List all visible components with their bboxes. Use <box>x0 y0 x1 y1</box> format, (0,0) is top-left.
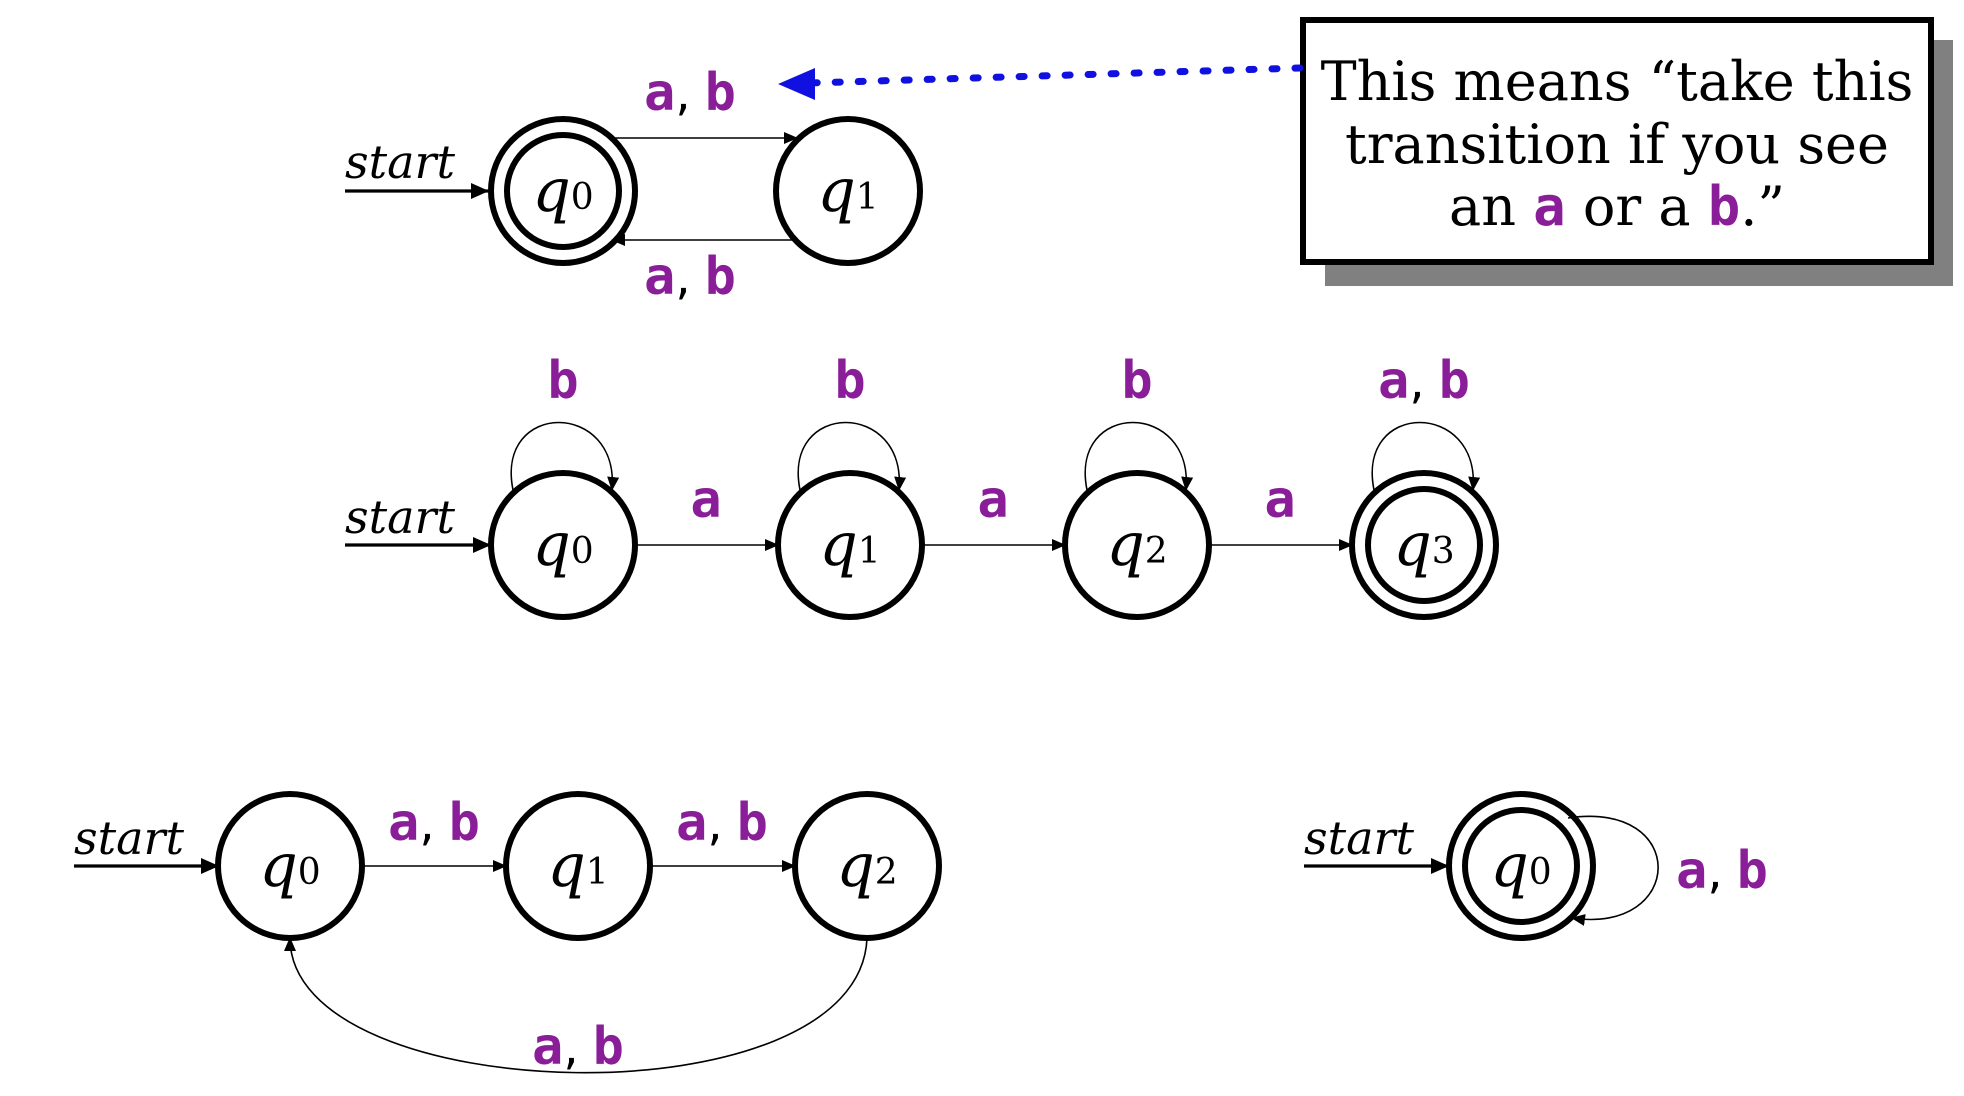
transition-label: a,b <box>644 247 736 307</box>
start-label: start <box>345 135 456 189</box>
state-label: q0 <box>1490 831 1551 901</box>
start-label: start <box>74 811 185 865</box>
transition-label: a,b <box>644 63 736 123</box>
self-loop-q0 <box>1567 815 1659 926</box>
self-loop-q3 <box>1371 421 1481 491</box>
transition-q2-q0 <box>284 937 868 1074</box>
note-line-2: transition if you see <box>1345 113 1889 176</box>
state-q3: q3 <box>1349 470 1499 620</box>
callout-note: This means “take this transition if you … <box>778 17 1953 286</box>
transition-label: a,b <box>1378 351 1470 411</box>
transition-label: a,b <box>532 1017 624 1077</box>
note-line-1: This means “take this <box>1321 50 1914 113</box>
transition-label: a,b <box>676 793 768 853</box>
state-label: q3 <box>1393 510 1454 580</box>
state-q2: q2 <box>1062 470 1212 620</box>
transition-label: a <box>1264 470 1295 530</box>
state-q0: q0 <box>488 116 638 266</box>
state-label: q1 <box>547 831 608 901</box>
accepting-ring <box>504 132 622 250</box>
transition-label: b <box>1121 351 1152 411</box>
self-loop-q2 <box>1084 421 1194 491</box>
self-loop-q1 <box>797 421 907 491</box>
state-label: q2 <box>1106 510 1167 580</box>
transition-label: a,b <box>388 793 480 853</box>
start-arrow: start <box>345 135 489 199</box>
transition-label: a <box>690 470 721 530</box>
start-arrow: start <box>1304 811 1449 874</box>
state-label: q1 <box>817 156 878 226</box>
state-q0: q0 <box>1446 791 1596 941</box>
state-q0: q0 <box>215 791 365 941</box>
state-label: q0 <box>532 156 593 226</box>
state-label: q0 <box>259 831 320 901</box>
self-loop-q0 <box>510 421 620 491</box>
accepting-ring <box>1462 807 1580 925</box>
accepting-ring <box>1365 486 1483 604</box>
start-arrow: start <box>74 811 219 874</box>
note-line-3: an a or a b.” <box>1449 175 1785 238</box>
state-q1: q1 <box>773 116 923 266</box>
pointer-dotted-line <box>806 64 1304 87</box>
start-label: start <box>1304 811 1415 865</box>
state-label: q2 <box>836 831 897 901</box>
automaton-3: start q0 q1 q2 a,b a,b a,b <box>74 791 942 1077</box>
automaton-4: start q0 a,b <box>1304 791 1768 941</box>
transition-label: b <box>547 351 578 411</box>
pointer-arrowhead <box>778 68 815 100</box>
automaton-1: start q0 q1 a,b a,b <box>345 63 923 307</box>
state-label: q0 <box>532 510 593 580</box>
start-label: start <box>345 490 456 544</box>
automaton-2: start q0 q1 q2 q3 b b b a,b <box>345 351 1499 620</box>
transition-label: a,b <box>1676 841 1768 901</box>
transition-label: a <box>977 470 1008 530</box>
transition-label: b <box>834 351 865 411</box>
state-label: q1 <box>819 510 880 580</box>
state-q1: q1 <box>775 470 925 620</box>
state-q0: q0 <box>488 470 638 620</box>
start-arrow: start <box>345 490 491 553</box>
state-q2: q2 <box>792 791 942 941</box>
state-q1: q1 <box>503 791 653 941</box>
note-box <box>1300 17 1934 265</box>
